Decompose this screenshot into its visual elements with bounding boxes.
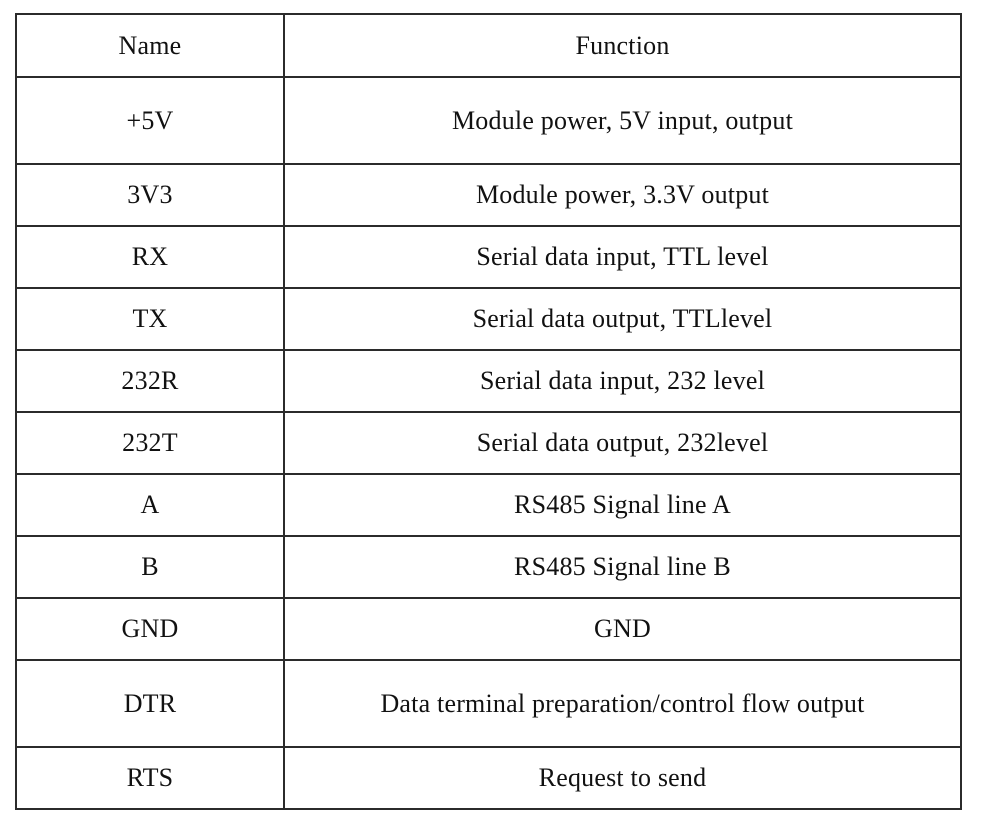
table-row: GND GND — [15, 597, 962, 661]
table-row: RTS Request to send — [15, 746, 962, 810]
pin-name-cell: DTR — [15, 659, 285, 748]
column-header-name: Name — [15, 13, 285, 78]
pin-name-cell: RTS — [15, 746, 285, 810]
pin-function-cell: Serial data output, TTLlevel — [283, 287, 962, 351]
pin-name-cell: RX — [15, 225, 285, 289]
table-row: 232T Serial data output, 232level — [15, 411, 962, 475]
pin-name-cell: 232T — [15, 411, 285, 475]
table-header-row: Name Function — [15, 13, 962, 78]
pin-function-table: Name Function +5V Module power, 5V input… — [15, 13, 962, 810]
pin-function-cell: RS485 Signal line A — [283, 473, 962, 537]
pin-function-cell: Request to send — [283, 746, 962, 810]
pin-function-cell: Serial data input, TTL level — [283, 225, 962, 289]
pin-function-cell: GND — [283, 597, 962, 661]
table-row: DTR Data terminal preparation/control fl… — [15, 659, 962, 748]
pin-name-cell: TX — [15, 287, 285, 351]
table-row: RX Serial data input, TTL level — [15, 225, 962, 289]
table-row: 3V3 Module power, 3.3V output — [15, 163, 962, 227]
pin-function-cell: Module power, 3.3V output — [283, 163, 962, 227]
pin-function-cell: RS485 Signal line B — [283, 535, 962, 599]
column-header-function: Function — [283, 13, 962, 78]
pin-function-cell: Module power, 5V input, output — [283, 76, 962, 165]
pin-name-cell: B — [15, 535, 285, 599]
pin-name-cell: GND — [15, 597, 285, 661]
pin-name-cell: 232R — [15, 349, 285, 413]
table-row: TX Serial data output, TTLlevel — [15, 287, 962, 351]
table-row: 232R Serial data input, 232 level — [15, 349, 962, 413]
pin-function-cell: Serial data input, 232 level — [283, 349, 962, 413]
pin-name-cell: 3V3 — [15, 163, 285, 227]
pin-name-cell: +5V — [15, 76, 285, 165]
pin-name-cell: A — [15, 473, 285, 537]
table-row: +5V Module power, 5V input, output — [15, 76, 962, 165]
table-row: B RS485 Signal line B — [15, 535, 962, 599]
table-row: A RS485 Signal line A — [15, 473, 962, 537]
pin-function-cell: Serial data output, 232level — [283, 411, 962, 475]
pin-function-cell: Data terminal preparation/control flow o… — [283, 659, 962, 748]
